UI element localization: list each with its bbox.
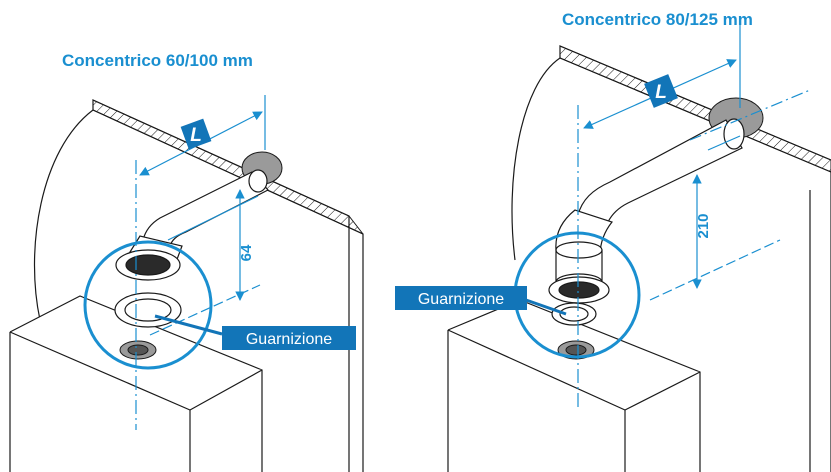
left-highlight-circle bbox=[83, 240, 213, 370]
left-gasket-label-bg bbox=[222, 326, 356, 350]
right-boiler bbox=[447, 299, 701, 472]
right-elbow-flange bbox=[548, 276, 610, 304]
left-title: Concentrico 60/100 mm bbox=[62, 51, 253, 70]
left-diagram: L 64 Guarnizione Concentrico 60/100 mm bbox=[9, 51, 364, 472]
right-dimension-value: 210 bbox=[695, 213, 712, 238]
left-boiler-outlet bbox=[119, 340, 157, 360]
left-length-marker: L bbox=[180, 118, 212, 150]
left-elbow-flange bbox=[115, 249, 181, 281]
right-gasket bbox=[551, 302, 597, 326]
left-gasket bbox=[114, 292, 182, 328]
right-diagram: L 210 Guarnizione Concentrico 80/125 mm bbox=[395, 10, 831, 472]
right-gasket-leader bbox=[525, 298, 567, 316]
right-length-marker: L bbox=[644, 74, 678, 108]
left-gasket-label: Guarnizione bbox=[246, 331, 332, 348]
left-dimension-lines bbox=[135, 95, 266, 430]
right-title: Concentrico 80/125 mm bbox=[562, 10, 753, 29]
left-gasket-leader bbox=[154, 314, 223, 336]
right-boiler-outlet bbox=[557, 340, 595, 360]
left-wall-hatch bbox=[92, 99, 364, 235]
left-dimension-value: 64 bbox=[238, 244, 255, 261]
right-length-marker-text: L bbox=[655, 82, 667, 103]
right-pipe bbox=[555, 118, 745, 257]
right-gasket-label: Guarnizione bbox=[418, 291, 504, 308]
right-gasket-label-bg bbox=[395, 286, 527, 310]
left-length-marker-text: L bbox=[190, 125, 202, 146]
